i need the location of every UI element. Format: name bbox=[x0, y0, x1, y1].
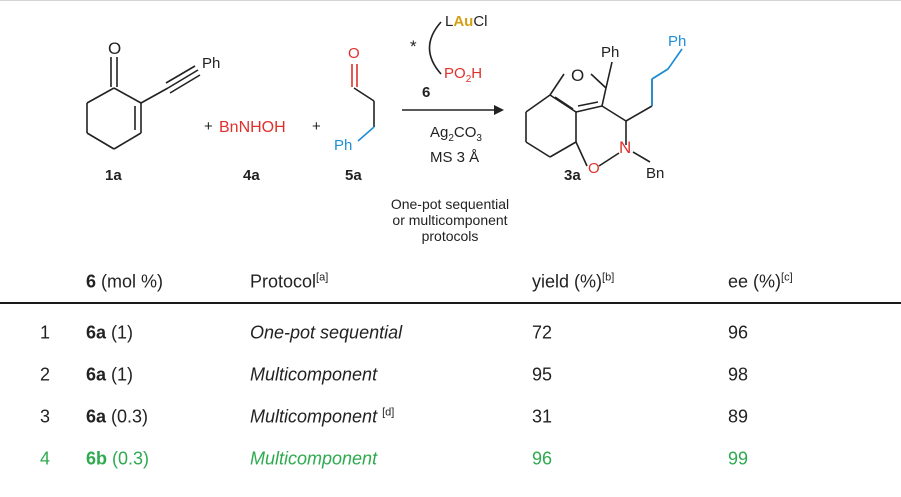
entry-number: 3 bbox=[40, 406, 51, 427]
results-table: 6 (mol %) Protocol[a] yield (%)[b] ee (%… bbox=[0, 262, 901, 480]
protocol-cell: Multicomponent [d] bbox=[250, 406, 395, 427]
aldehyde-phenyl: Ph bbox=[334, 137, 352, 154]
table-row: 2 6a (1) Multicomponent 95 98 bbox=[0, 354, 901, 396]
table-header: 6 (mol %) Protocol[a] yield (%)[b] ee (%… bbox=[0, 262, 901, 302]
ee-cell: 98 bbox=[728, 364, 749, 385]
ee-cell: 99 bbox=[728, 448, 749, 469]
header-rule bbox=[0, 302, 901, 304]
plus-sign-2: + bbox=[312, 118, 321, 135]
ketone-phenyl: Ph bbox=[202, 55, 220, 72]
yield-cell: 31 bbox=[532, 406, 553, 427]
protocol-cell: Multicomponent bbox=[250, 364, 378, 385]
footnote-a: [a] bbox=[316, 271, 329, 284]
catalyst-backbone-arc bbox=[428, 21, 442, 75]
footnote-c: [c] bbox=[781, 271, 793, 284]
entry-number: 2 bbox=[40, 364, 51, 385]
label-3a: 3a bbox=[564, 167, 581, 184]
product-colored-bonds bbox=[651, 48, 683, 106]
catalyst-phosphoric-acid: PO2H bbox=[444, 65, 482, 85]
label-5a: 5a bbox=[345, 167, 362, 184]
yield-cell: 72 bbox=[532, 322, 553, 343]
catalyst-chirality-star: * bbox=[410, 37, 417, 56]
reaction-caption: One-pot sequential or multicomponent pro… bbox=[330, 196, 570, 244]
protocol-cell: One-pot sequential bbox=[250, 322, 403, 343]
condition-molecular-sieves: MS 3 Å bbox=[430, 149, 479, 166]
footnote-b: [b] bbox=[602, 271, 615, 284]
yield-cell: 96 bbox=[532, 448, 553, 469]
plus-sign-1: + bbox=[204, 118, 213, 135]
catalyst-loading: 6a (1) bbox=[86, 364, 134, 385]
reaction-scheme: O Ph 1a + BnNHOH + 4a O Ph 5a * LAuCl PO… bbox=[86, 13, 686, 184]
top-border bbox=[0, 0, 901, 1]
product-phenyl-top: Ph bbox=[601, 44, 619, 61]
table-row-highlighted: 4 6b (0.3) Multicomponent 96 99 bbox=[0, 438, 901, 480]
label-1a: 1a bbox=[105, 167, 122, 184]
reagent-4a: BnNHOH bbox=[219, 119, 286, 136]
catalyst-loading: 6a (1) bbox=[86, 322, 134, 343]
entry-number: 4 bbox=[40, 448, 51, 469]
compound-5a bbox=[351, 64, 375, 142]
footnote-d: [d] bbox=[382, 406, 395, 419]
protocol-cell: Multicomponent bbox=[250, 448, 378, 469]
compound-3a bbox=[525, 61, 669, 167]
reaction-arrowhead bbox=[494, 105, 504, 115]
table-row: 3 6a (0.3) Multicomponent [d] 31 89 bbox=[0, 396, 901, 438]
header-protocol: Protocol[a] bbox=[250, 271, 329, 292]
product-ring-oxygen: O bbox=[588, 160, 600, 177]
ketone-oxygen: O bbox=[108, 39, 121, 58]
catalyst-gold-complex: LAuCl bbox=[445, 13, 488, 30]
product-furan-oxygen: O bbox=[571, 66, 584, 85]
catalyst-loading: 6a (0.3) bbox=[86, 406, 149, 427]
caption-line-3: protocols bbox=[421, 228, 479, 244]
product-nitrogen: N bbox=[619, 138, 631, 157]
label-4a: 4a bbox=[243, 167, 260, 184]
caption-line-2: or multicomponent bbox=[392, 212, 508, 228]
header-yield: yield (%)[b] bbox=[532, 271, 615, 292]
header-ee: ee (%)[c] bbox=[728, 271, 793, 292]
ee-cell: 96 bbox=[728, 322, 749, 343]
caption-line-1: One-pot sequential bbox=[390, 196, 510, 212]
compound-1a bbox=[86, 57, 201, 150]
product-benzyl: Bn bbox=[646, 165, 664, 182]
condition-silver-carbonate: Ag2CO3 bbox=[430, 124, 482, 144]
ee-cell: 89 bbox=[728, 406, 749, 427]
catalyst-label-6: 6 bbox=[422, 84, 430, 101]
yield-cell: 95 bbox=[532, 364, 553, 385]
table-row: 1 6a (1) One-pot sequential 72 96 bbox=[0, 312, 901, 354]
aldehyde-oxygen: O bbox=[348, 45, 360, 62]
product-phenyl-chain: Ph bbox=[668, 33, 686, 50]
header-catalyst: 6 (mol %) bbox=[86, 271, 164, 292]
catalyst-loading: 6b (0.3) bbox=[86, 448, 150, 469]
entry-number: 1 bbox=[40, 322, 51, 343]
